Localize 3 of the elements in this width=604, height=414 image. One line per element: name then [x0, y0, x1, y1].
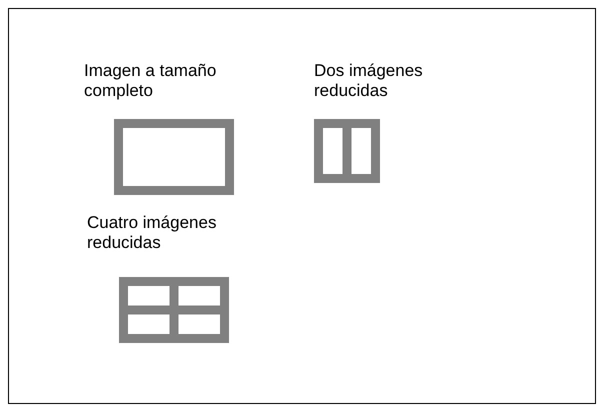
layout-caption: Imagen a tamaño completo [84, 61, 218, 101]
layout-caption: Dos imágenes reducidas [314, 61, 424, 101]
layout-caption: Cuatro imágenes reducidas [87, 213, 218, 253]
